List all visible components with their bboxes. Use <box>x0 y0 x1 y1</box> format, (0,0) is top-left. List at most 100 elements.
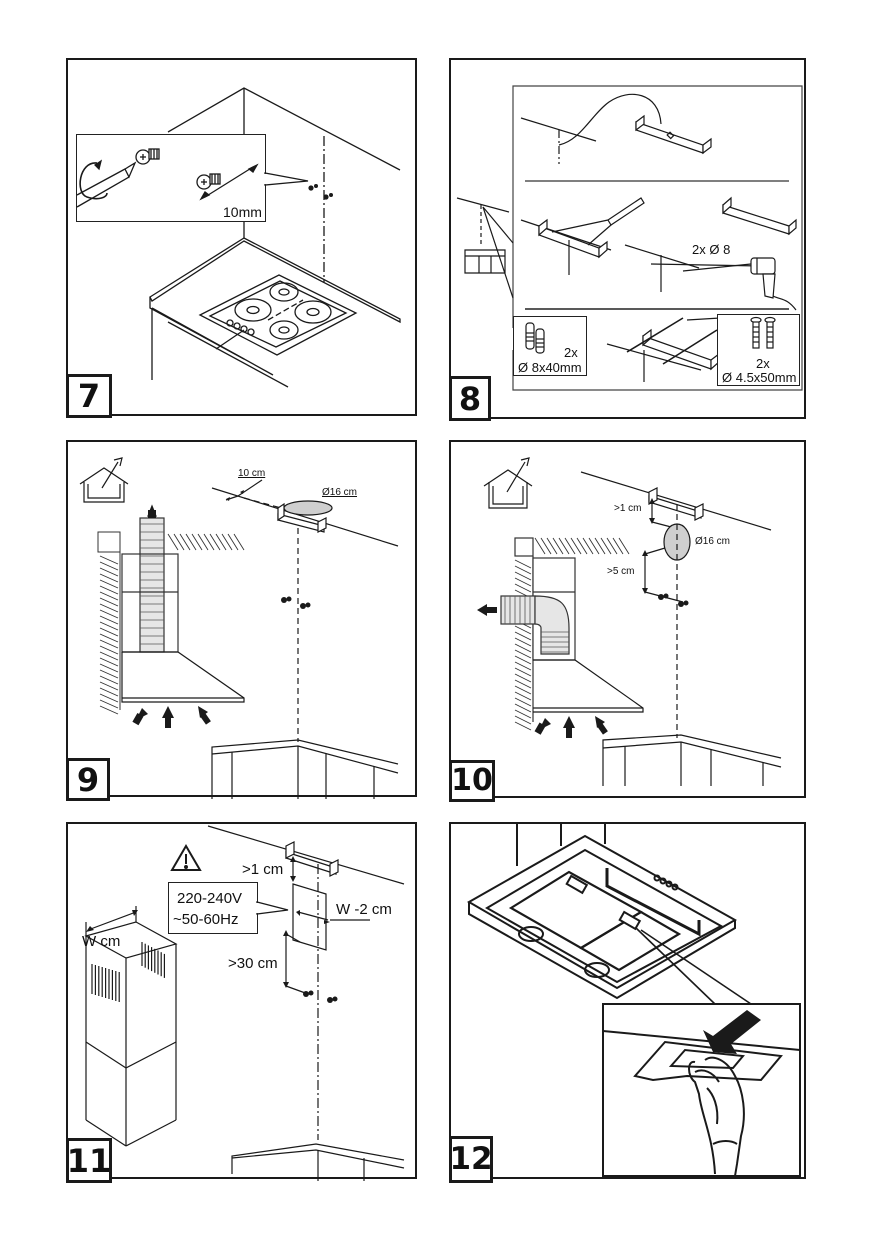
hatch-line <box>99 609 119 619</box>
warning-icon <box>170 844 202 871</box>
step-9-panel: 10 cm Ø16 cm 9 <box>66 440 417 801</box>
bracket-icon <box>277 502 327 533</box>
step-9-illustration <box>79 457 399 799</box>
hatch-line <box>99 663 119 673</box>
duct-diameter-label: Ø16 cm <box>695 536 731 547</box>
hatch-line <box>564 537 576 555</box>
gap-bottom-label: >5 cm <box>607 566 635 577</box>
airflow-arrow-icon <box>132 706 211 728</box>
step-7-illustration <box>149 87 401 388</box>
drill-diameter-label: 2x Ø 8 <box>692 242 731 257</box>
step-number-badge: 7 <box>66 374 112 418</box>
hatch-line <box>570 537 582 555</box>
step-number-badge: 9 <box>66 758 110 801</box>
step-number-badge: 12 <box>449 1136 493 1183</box>
step-number-badge: 8 <box>449 376 491 421</box>
hatch-line <box>167 533 179 551</box>
hatch-line <box>99 591 119 601</box>
house-vent-icon <box>79 457 129 503</box>
step-number-badge: 10 <box>449 760 495 802</box>
chimney-width-label: W cm <box>82 933 121 950</box>
hatch-line <box>514 625 532 635</box>
pencil-icon <box>551 197 645 246</box>
hatch-line <box>99 693 119 703</box>
bracket-icon <box>538 218 608 259</box>
hatch-line <box>233 533 245 551</box>
hatch-line <box>99 651 119 661</box>
screw-detail-callout: 10mm <box>76 134 266 222</box>
hatch-line <box>99 561 119 571</box>
hatch-line <box>99 633 119 643</box>
hatch-line <box>99 603 119 613</box>
screws-size-label: Ø 4.5x50mm <box>722 370 797 385</box>
hatch-line <box>618 537 630 555</box>
hatch-line <box>514 703 532 713</box>
screw-icon <box>750 316 776 349</box>
wall-hatching <box>97 531 121 710</box>
hatch-line <box>514 631 532 641</box>
socket-width-label: W -2 cm <box>336 901 392 918</box>
step-10-illustration <box>477 457 782 786</box>
hatch-line <box>221 533 233 551</box>
hatch-line <box>99 627 119 637</box>
hatch-line <box>514 565 532 575</box>
bracket-icon <box>648 487 704 521</box>
gap-top-label: >1 cm <box>242 861 284 878</box>
voltage-label: 220-240V <box>177 890 243 907</box>
step-12-panel: 12 <box>449 822 806 1183</box>
hatch-line <box>514 643 532 653</box>
screwdriver-icon <box>76 159 137 208</box>
drill-icon <box>750 257 797 311</box>
hatch-line <box>514 673 532 683</box>
bracket-icon <box>722 196 797 236</box>
callout-pointer <box>264 172 309 186</box>
hatch-line <box>514 715 532 725</box>
screw-depth-label: 10mm <box>223 204 262 220</box>
hand-icon <box>688 1056 745 1177</box>
hatch-line <box>99 585 119 595</box>
hatch-line <box>576 537 588 555</box>
airflow-arrow-icon <box>534 716 608 738</box>
screws-quantity-label: 2x <box>756 356 770 371</box>
hatch-line <box>197 533 209 551</box>
duct-diameter-label: Ø16 cm <box>322 487 358 498</box>
house-vent-icon <box>483 457 533 509</box>
hatch-line <box>588 537 600 555</box>
frequency-label: ~50-60Hz <box>173 911 239 928</box>
hatch-line <box>191 533 203 551</box>
step-10-panel: >1 cm Ø16 cm >5 cm 10 <box>449 440 806 802</box>
hatch-line <box>534 537 546 555</box>
offset-label: 10 cm <box>238 468 266 479</box>
step-8-panel: 2x Ø 8x40mm 2x Ø 4.5x50mm 2x Ø 8 8 <box>449 58 806 421</box>
hood-icon <box>466 824 738 1000</box>
hatch-line <box>99 573 119 583</box>
hatch-line <box>514 679 532 689</box>
wall-plugs-inset: 2x Ø 8x40mm <box>513 316 587 376</box>
hatch-line <box>99 621 119 631</box>
hatch-line <box>99 687 119 697</box>
hatch-line <box>594 537 606 555</box>
hatch-line <box>173 533 185 551</box>
hatch-line <box>540 537 552 555</box>
hatch-line <box>514 577 532 587</box>
screws-inset: 2x Ø 4.5x50mm <box>717 314 800 386</box>
bracket-icon <box>635 114 712 155</box>
hatch-line <box>514 649 532 659</box>
hatch-line <box>227 533 239 551</box>
hatch-line <box>514 571 532 581</box>
hatch-line <box>600 537 612 555</box>
hatch-line <box>514 655 532 665</box>
hatch-line <box>514 709 532 719</box>
wall-screw-icon <box>658 593 689 607</box>
step-11-illustration <box>84 825 405 1181</box>
gap-top-label: >1 cm <box>614 503 642 514</box>
chimney-icon <box>84 921 178 1147</box>
hatch-line <box>99 555 119 565</box>
wall-plug-icon <box>525 322 545 354</box>
wall-screw-icon <box>308 184 333 200</box>
hatch-line <box>209 533 221 551</box>
step-7-panel: 10mm 7 <box>66 58 417 418</box>
callout-pointer <box>256 901 289 915</box>
hatch-line <box>514 691 532 701</box>
hatch-line <box>99 657 119 667</box>
